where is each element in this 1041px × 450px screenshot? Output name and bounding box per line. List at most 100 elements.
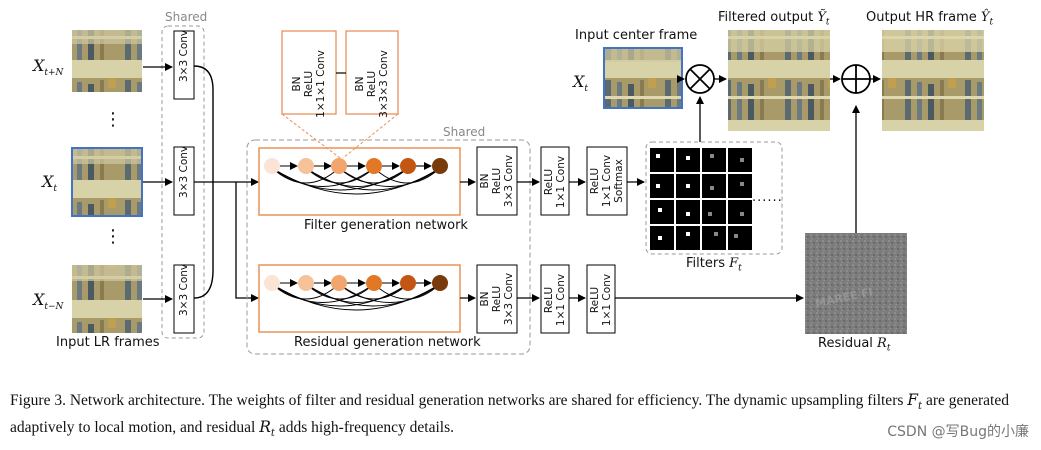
oplus-icon [841, 64, 871, 94]
bn-filter-bn: BN [479, 173, 491, 189]
center-x-label: Xt [573, 72, 589, 95]
filter-cell-weight [710, 186, 714, 190]
output-hr-image [882, 30, 984, 131]
caption-f-sub: t [918, 401, 923, 413]
filter-cell-weight [658, 236, 662, 240]
relu-filter-1-conv: 1×1 Conv [555, 155, 567, 209]
filters-group [645, 141, 783, 255]
softmax-conv: 1×1 Conv [601, 154, 613, 208]
relu-block-filter-1 [540, 146, 570, 216]
bn-residual-relu: ReLU [491, 285, 503, 313]
residual-net-node-2 [298, 275, 314, 291]
residual-net-node-5 [400, 275, 416, 291]
bn-residual-bn: BN [479, 291, 491, 307]
output-hr-label: Output HR frame Ŷt [866, 10, 994, 28]
filter-net-node-2 [298, 158, 314, 174]
caption-f: F [907, 391, 919, 409]
detail-1x1-relu: ReLU [303, 70, 315, 98]
input-lr-frames-label: Input LR frames [56, 335, 160, 350]
filter-cell-weight [740, 212, 744, 216]
residual-image: MAREE FI [805, 233, 907, 334]
input-center-frame [603, 47, 683, 109]
residual-net-node-4 [366, 275, 382, 291]
filter-cell [650, 148, 674, 172]
softmax-relu: ReLU [589, 167, 601, 195]
shared-generation-group [246, 139, 531, 355]
bn-block-residual-text: BN ReLU 3×3 Conv [479, 266, 515, 332]
filter-net-node-4 [366, 158, 382, 174]
filter-net-node-3 [331, 158, 347, 174]
residual-net-node-3 [331, 275, 347, 291]
filter-cell-weight [686, 184, 690, 188]
conv-label-bot: 3×3 Conv [178, 263, 190, 316]
relu-residual-2-conv: 1×1 Conv [601, 273, 613, 327]
filters-ellipsis: ...... [752, 190, 783, 205]
filter-net-node-1 [264, 158, 280, 174]
label-x-t-plus-n: Xt+N [33, 56, 64, 79]
residual-label: Residual Rt [818, 336, 891, 354]
bn-filter-relu: ReLU [491, 167, 503, 195]
center-frame-label: Input center frame [575, 28, 698, 43]
bn-block-filter [476, 146, 518, 216]
filter-cell-weight [734, 234, 738, 238]
arrow-to-residual-net [235, 182, 259, 302]
filtered-output-image [728, 30, 830, 131]
filter-cell-weight [686, 212, 690, 216]
softmax-softmax: Softmax [613, 159, 625, 203]
caption-r: R [259, 418, 271, 437]
input-frame-t-plus-n [72, 30, 142, 92]
filter-cell [702, 226, 726, 250]
softmax-block [586, 146, 628, 216]
residual-net-node-1 [264, 275, 280, 291]
filter-net-nodes [264, 158, 448, 174]
bn-filter-conv: 3×3 Conv [503, 154, 515, 208]
merge-curve [193, 65, 214, 299]
filter-cell-weight [708, 212, 712, 216]
filter-net-box [258, 147, 461, 216]
detail-block-3x3x3-text: BN ReLU 3×3×3 Conv [354, 41, 390, 127]
otimes-icon [685, 64, 715, 94]
detail-3x3x3-relu: ReLU [366, 70, 378, 98]
filters-label: Filters Ft [686, 256, 742, 274]
label-x-t: Xt [42, 172, 58, 195]
conv-label-mid: 3×3 Conv [178, 145, 190, 198]
ellipsis-top: ⋮ [104, 109, 122, 130]
conv-block-top [173, 30, 195, 100]
filter-cell [650, 174, 674, 198]
filter-cell-weight [686, 232, 690, 236]
relu-residual-1-relu: ReLU [543, 286, 555, 314]
filter-cell [676, 226, 700, 250]
filter-cell-weight [658, 208, 662, 212]
relu-filter-1-relu: ReLU [543, 168, 555, 196]
residual-net-node-6 [432, 275, 448, 291]
filter-cell [702, 148, 726, 172]
detail-block-1x1-text: BN ReLU 1×1×1 Conv [291, 41, 327, 127]
caption-part-1: Figure 3. Network architecture. The weig… [10, 392, 908, 409]
filter-cell-weight [714, 232, 718, 236]
filters-grid [650, 148, 752, 250]
relu-residual-2-relu: ReLU [589, 286, 601, 314]
bn-residual-conv: 3×3 Conv [503, 272, 515, 326]
detail-1x1-conv: 1×1×1 Conv [315, 50, 327, 118]
filter-cell-weight [740, 158, 744, 162]
detail-1x1-bn: BN [291, 76, 303, 92]
conv-block-middle [173, 146, 195, 216]
detail-3x3x3-conv: 3×3×3 Conv [378, 50, 390, 118]
conv-block-bottom [173, 264, 195, 334]
shared-label-top: Shared [165, 10, 208, 24]
filter-net-label: Filter generation network [304, 218, 468, 233]
residual-net-box [258, 264, 461, 333]
input-frame-t-minus-n [72, 265, 142, 333]
detail-block-1x1 [281, 30, 337, 115]
caption-part-3: adds high-frequency details. [274, 419, 454, 437]
relu-block-residual-2 [586, 264, 616, 334]
zoom-line-right [342, 113, 399, 159]
filter-net-node-6 [432, 158, 448, 174]
bn-block-residual [476, 264, 518, 334]
filtered-output-label: Filtered output Ỹt [718, 10, 830, 28]
residual-net-label: Residual generation network [294, 335, 481, 350]
filter-cell-weight [656, 154, 660, 158]
filter-net-node-5 [400, 158, 416, 174]
filter-dense-arcs [271, 167, 441, 195]
